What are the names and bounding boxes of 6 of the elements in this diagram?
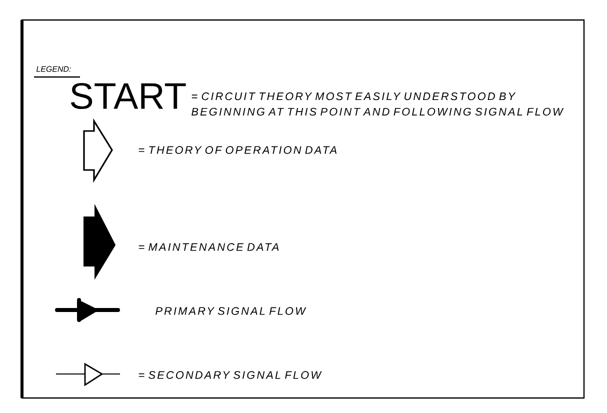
legend-text: = THEORY OF OPERATION DATA: [138, 146, 337, 154]
legend-text: = CIRCUIT THEORY MOST EASILY UNDERSTOOD BY BEGINNING AT THIS POINT AND FOLLOWING SIGNAL FLOW: [192, 92, 564, 116]
legend-text: PRIMARY SIGNAL FLOW: [156, 307, 306, 315]
legend-text: = MAINTENANCE DATA: [138, 243, 279, 251]
legend-text: = SECONDARY SIGNAL FLOW: [138, 371, 322, 379]
start-label: START: [70, 82, 186, 110]
